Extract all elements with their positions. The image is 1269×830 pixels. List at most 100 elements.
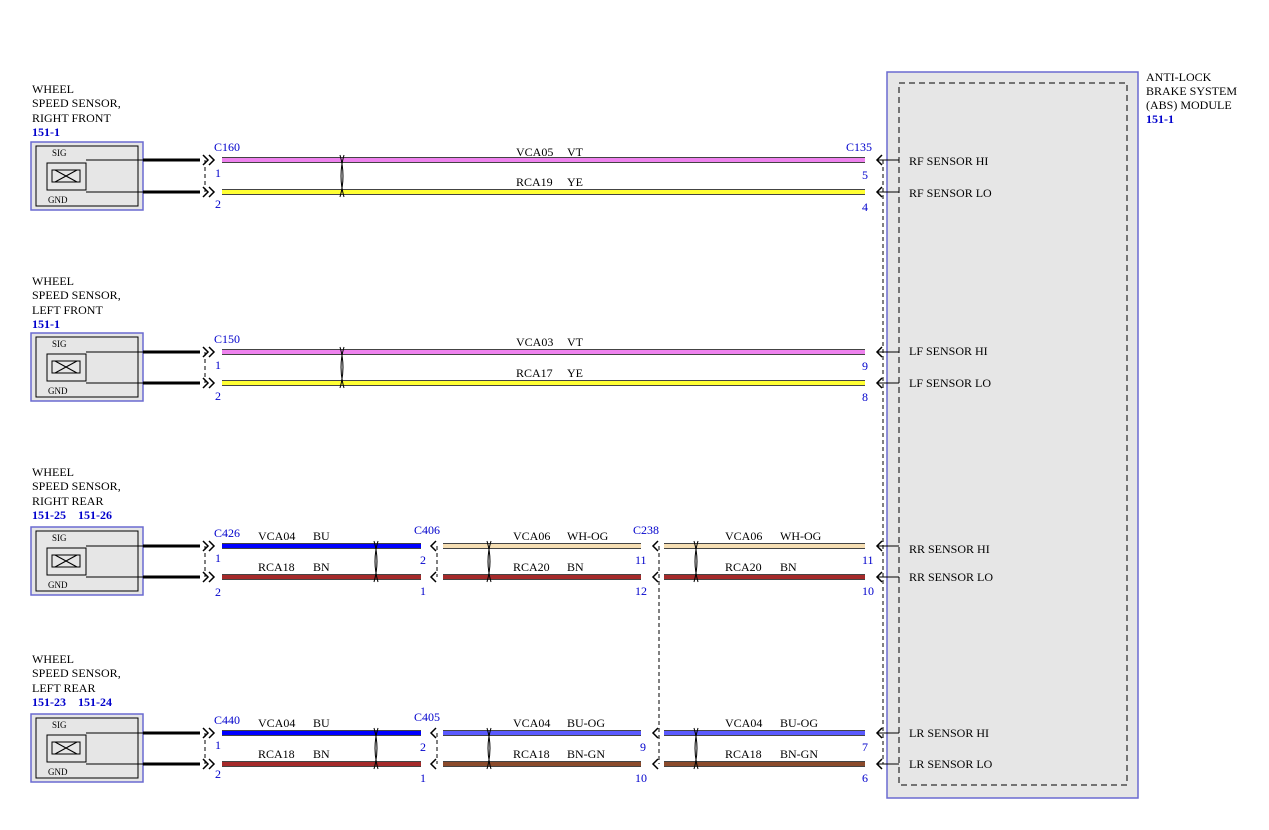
- wire-vca06-wh-og: [443, 543, 641, 549]
- connector-c135: C135: [846, 140, 872, 154]
- pin-c238-11: 11: [635, 553, 647, 567]
- sensor-lr: WHEEL SPEED SENSOR, LEFT REAR 151-23 151…: [30, 652, 200, 783]
- connector-c426: C426: [214, 526, 240, 540]
- sensor-lr-name-1: WHEEL: [32, 652, 74, 666]
- pin-rf-lo: RF SENSOR LO: [909, 186, 992, 200]
- pin-lr-lo: LR SENSOR LO: [909, 757, 993, 771]
- sensor-rf-name-2: SPEED SENSOR,: [32, 96, 121, 110]
- twist-markers: [339, 154, 699, 770]
- circuit-label: VCA04: [258, 529, 295, 543]
- pin-c440-1: 1: [215, 738, 221, 752]
- connector-c160: C160: [214, 140, 240, 154]
- sensor-lr-ref-1: 151-23: [32, 695, 66, 709]
- wire-color-code: BN: [780, 560, 797, 574]
- sensor-rr-sig: SIG: [52, 533, 67, 543]
- sensor-rf: WHEEL SPEED SENSOR, RIGHT FRONT 151-1 SI…: [30, 82, 200, 211]
- wire-rca17-ye: [222, 380, 865, 386]
- abs-title-3: (ABS) MODULE: [1146, 98, 1232, 112]
- wires-layer: [222, 157, 865, 767]
- sensor-lf-name-1: WHEEL: [32, 274, 74, 288]
- pin-c238-9: 9: [640, 740, 646, 754]
- wire-vca03-vt: [222, 349, 865, 355]
- circuit-labels: VCA05 VT RCA19 YE VCA03 VT RCA17 YE VCA0…: [258, 145, 822, 761]
- sensor-rf-name-1: WHEEL: [32, 82, 74, 96]
- circuit-label: RCA18: [725, 747, 762, 761]
- wire-color-code: VT: [567, 145, 584, 159]
- pin-c238-10: 10: [635, 771, 647, 785]
- sensor-rr-gnd: GND: [48, 580, 68, 590]
- wire-rca20-bn: [664, 574, 865, 580]
- sensor-rr-name-1: WHEEL: [32, 465, 74, 479]
- wire-color-code: YE: [567, 175, 583, 189]
- sensor-lf-name-2: SPEED SENSOR,: [32, 288, 121, 302]
- connector-c405: C405: [414, 710, 440, 724]
- wire-color-code: BN-GN: [780, 747, 818, 761]
- connector-c406: C406: [414, 523, 440, 537]
- pin-lf-lo: LF SENSOR LO: [909, 376, 991, 390]
- wire-rca18-bn-gn: [664, 761, 865, 767]
- circuit-label: RCA18: [258, 747, 295, 761]
- wire-color-code: BN: [313, 747, 330, 761]
- sensor-rr-ref-1: 151-25: [32, 508, 66, 522]
- circuit-label: RCA18: [258, 560, 295, 574]
- pin-lr-hi: LR SENSOR HI: [909, 726, 989, 740]
- wire-rca20-bn: [443, 574, 641, 580]
- circuit-label: RCA19: [516, 175, 553, 189]
- wire-vca04-bu-og: [443, 730, 641, 736]
- connector-c440: C440: [214, 713, 240, 727]
- pin-c405-1: 1: [420, 771, 426, 785]
- abs-module: ANTI-LOCK BRAKE SYSTEM (ABS) MODULE 151-…: [886, 70, 1237, 799]
- circuit-label: RCA20: [725, 560, 762, 574]
- sensor-rr-ref-2: 151-26: [78, 508, 112, 522]
- wire-rca19-ye: [222, 189, 865, 195]
- pin-c406-2: 2: [420, 553, 426, 567]
- wire-color-code: BU-OG: [780, 716, 818, 730]
- sensor-lf: WHEEL SPEED SENSOR, LEFT FRONT 151-1 SIG…: [30, 274, 200, 402]
- sensor-lf-ref: 151-1: [32, 317, 60, 331]
- pin-c426-2: 2: [215, 585, 221, 599]
- circuit-label: RCA17: [516, 366, 553, 380]
- pin-c160-2: 2: [215, 197, 221, 211]
- pin-c440-2: 2: [215, 767, 221, 781]
- pin-rr-lo: RR SENSOR LO: [909, 570, 993, 584]
- wire-color-code: WH-OG: [780, 529, 822, 543]
- wire-rca18-bn-gn: [443, 761, 641, 767]
- wire-rca18-bn: [222, 761, 421, 767]
- pin-c135-6: 6: [862, 771, 868, 785]
- sensor-rf-ref: 151-1: [32, 125, 60, 139]
- connector-dashes: [204, 160, 884, 764]
- circuit-label: RCA18: [513, 747, 550, 761]
- module-pin-leads: [877, 159, 899, 765]
- wire-color-code: WH-OG: [567, 529, 609, 543]
- wire-color-code: YE: [567, 366, 583, 380]
- pin-lf-hi: LF SENSOR HI: [909, 344, 988, 358]
- circuit-label: VCA05: [516, 145, 553, 159]
- wire-color-code: VT: [567, 335, 584, 349]
- sensor-rf-sig: SIG: [52, 148, 67, 158]
- wire-color-code: BN: [567, 560, 584, 574]
- sensor-rf-gnd: GND: [48, 195, 68, 205]
- wire-color-code: BU: [313, 529, 330, 543]
- circuit-label: VCA04: [513, 716, 550, 730]
- sensor-lf-name-3: LEFT FRONT: [32, 303, 103, 317]
- wire-color-code: BN: [313, 560, 330, 574]
- abs-title-1: ANTI-LOCK: [1146, 70, 1212, 84]
- abs-title-2: BRAKE SYSTEM: [1146, 84, 1237, 98]
- pin-c135-10: 10: [862, 584, 874, 598]
- sensor-lf-sig: SIG: [52, 339, 67, 349]
- sensor-lf-gnd: GND: [48, 386, 68, 396]
- abs-ref: 151-1: [1146, 112, 1174, 126]
- circuit-label: VCA06: [513, 529, 550, 543]
- pin-c135-4: 4: [862, 200, 868, 214]
- sensor-rr: WHEEL SPEED SENSOR, RIGHT REAR 151-25 15…: [30, 465, 200, 596]
- circuit-label: VCA04: [725, 716, 762, 730]
- circuit-label: VCA06: [725, 529, 762, 543]
- pin-c135-8: 8: [862, 390, 868, 404]
- pin-c160-1: 1: [215, 166, 221, 180]
- sensor-lr-name-3: LEFT REAR: [32, 681, 95, 695]
- connector-chevrons: [202, 154, 883, 770]
- wire-vca04-bu: [222, 543, 421, 549]
- wire-color-code: BU-OG: [567, 716, 605, 730]
- circuit-label: VCA03: [516, 335, 553, 349]
